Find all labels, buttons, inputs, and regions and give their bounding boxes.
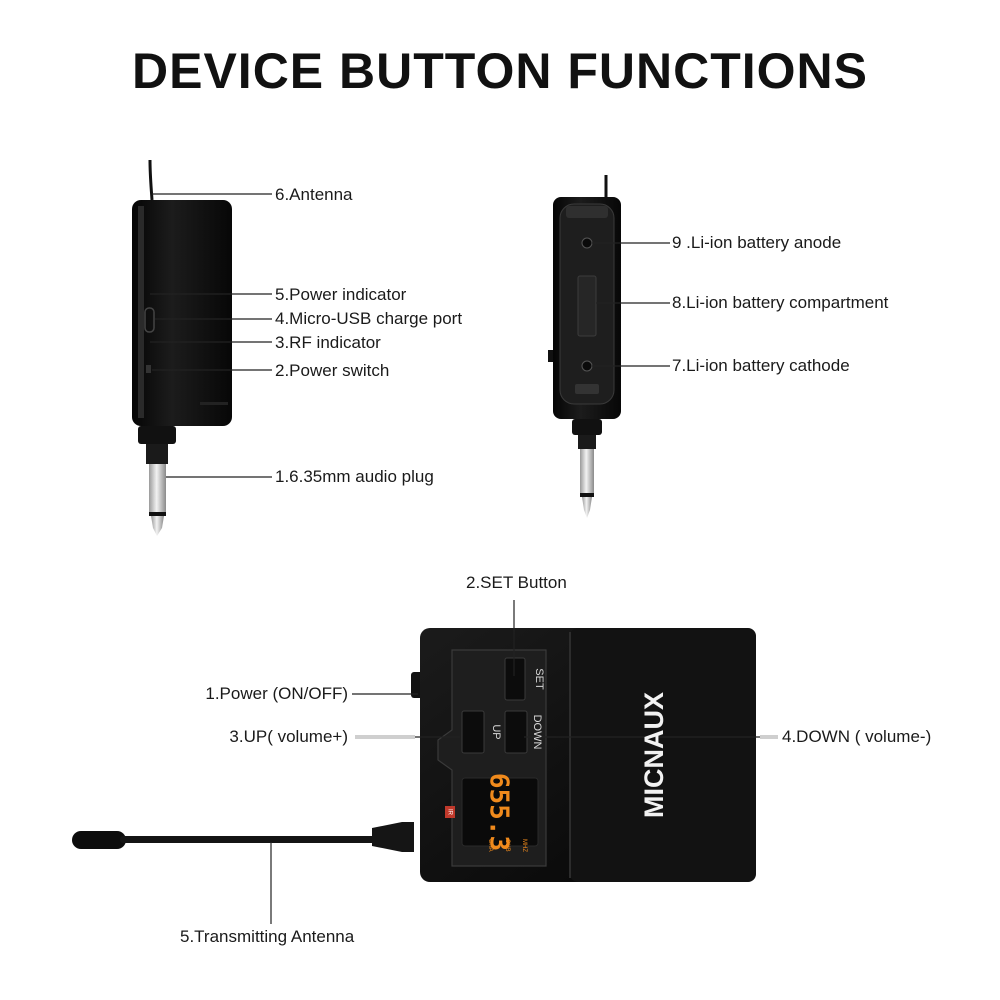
power-switch bbox=[146, 365, 151, 373]
set-key-text: SET bbox=[533, 668, 545, 690]
label-transmitting-antenna: 5.Transmitting Antenna bbox=[180, 927, 355, 946]
label-battery-cathode: 7.Li-ion battery cathode bbox=[672, 356, 850, 375]
label-up-volume: 3.UP( volume+) bbox=[229, 727, 348, 746]
label-power-onoff: 1.Power (ON/OFF) bbox=[205, 684, 348, 703]
display-tag-mhz: MHZ bbox=[521, 839, 527, 852]
set-button bbox=[504, 657, 526, 701]
label-battery-anode: 9 .Li-ion battery anode bbox=[672, 233, 842, 252]
label-down-volume: 4.DOWN ( volume-) bbox=[782, 727, 932, 746]
transmitter-device bbox=[72, 628, 756, 882]
label-set-button: 2.SET Button bbox=[466, 573, 567, 592]
label-rf-indicator: 3.RF indicator bbox=[275, 333, 381, 352]
audio-plug bbox=[149, 464, 166, 514]
page-title: DEVICE BUTTON FUNCTIONS bbox=[132, 43, 868, 99]
receiver-device bbox=[132, 159, 232, 536]
ir-tag: IR bbox=[446, 809, 452, 816]
micro-usb-port bbox=[144, 307, 155, 333]
antenna-tip bbox=[72, 831, 126, 849]
label-audio-plug: 1.6.35mm audio plug bbox=[275, 467, 434, 486]
display-tag-chb: CHB bbox=[504, 839, 510, 852]
label-antenna: 6.Antenna bbox=[275, 185, 353, 204]
label-battery-compartment: 8.Li-ion battery compartment bbox=[672, 293, 889, 312]
lcd-display bbox=[461, 777, 539, 847]
down-button bbox=[504, 710, 528, 754]
up-button bbox=[461, 710, 485, 754]
down-key-text: DOWN bbox=[531, 715, 543, 750]
display-tag-cha: CHA bbox=[487, 839, 493, 852]
battery-compartment-view bbox=[548, 175, 621, 518]
label-power-switch: 2.Power switch bbox=[275, 361, 390, 380]
up-key-text: UP bbox=[490, 724, 502, 739]
brand-logo-text: MICNAUX bbox=[639, 692, 669, 818]
display-frequency: 655.3 bbox=[484, 773, 514, 851]
label-micro-usb-port: 4.Micro-USB charge port bbox=[275, 309, 463, 328]
label-power-indicator: 5.Power indicator bbox=[275, 285, 407, 304]
